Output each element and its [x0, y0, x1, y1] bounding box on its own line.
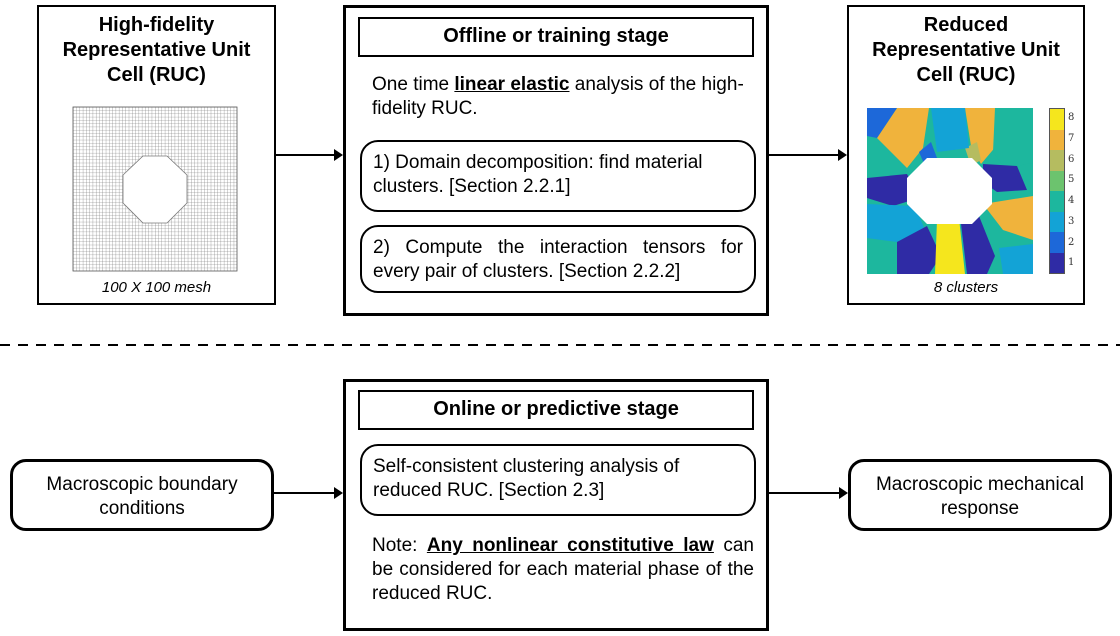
cluster-map-image [867, 108, 1033, 274]
colorbar-tick: 6 [1068, 153, 1075, 165]
step-interaction-tensors-box: 2) Compute the interaction tensors for e… [360, 225, 756, 293]
colorbar-band-3 [1050, 211, 1064, 232]
analysis-text: Self-consistent clustering analysis of r… [373, 456, 680, 501]
colorbar-band-2 [1050, 232, 1064, 253]
colorbar-tick: 4 [1068, 195, 1075, 206]
arrow-input-to-online [274, 487, 343, 499]
offline-intro-text: One time linear elastic analysis of the … [372, 73, 752, 121]
linear-elastic-emphasis: linear elastic [454, 74, 570, 95]
nonlinear-law-emphasis: Any nonlinear constitutive law [426, 535, 714, 556]
self-consistent-analysis-box: Self-consistent clustering analysis of r… [360, 444, 756, 516]
high-fidelity-ruc-box: High-fidelity Representative Unit Cell (… [37, 5, 276, 305]
intro-post: analysis of the high-fidelity RUC. [372, 74, 744, 119]
colorbar-band-5 [1050, 170, 1064, 191]
clusters-caption: 8 clusters [933, 279, 999, 296]
step-domain-decomposition-box: 1) Domain decomposition: find material c… [360, 140, 756, 212]
mesh-caption: 100 X 100 mesh [101, 279, 212, 296]
colorbar-tick: 3 [1068, 215, 1075, 227]
colorbar-ticks: 8 7 6 5 4 3 2 1 [1068, 108, 1082, 274]
arrow-hf-to-offline [276, 149, 343, 161]
colorbar-band-4 [1050, 191, 1064, 212]
step1-text: 1) Domain decomposition: find material c… [373, 152, 703, 197]
macro-input-text: Macroscopic boundary conditions [46, 474, 238, 519]
step2-text: 2) Compute the interaction tensors for e… [373, 237, 743, 282]
colorbar-band-8 [1050, 109, 1064, 130]
colorbar-tick: 5 [1068, 174, 1075, 186]
arrow-offline-to-reduced [769, 149, 847, 161]
macro-boundary-conditions-box: Macroscopic boundary conditions [10, 459, 274, 531]
colorbar-tick: 7 [1068, 132, 1075, 144]
note-pre: Note: [372, 535, 427, 556]
colorbar-band-1 [1050, 252, 1064, 273]
online-stage-header: Online or predictive stage [358, 390, 754, 430]
cluster-colorbar [1049, 108, 1065, 274]
macro-output-text: Macroscopic mechanical response [875, 474, 1085, 519]
offline-stage-header: Offline or training stage [358, 17, 754, 57]
colorbar-tick: 8 [1068, 112, 1075, 123]
high-fidelity-ruc-title: High-fidelity Representative Unit Cell (… [62, 14, 251, 86]
fine-mesh-image [72, 106, 238, 272]
macro-mechanical-response-box: Macroscopic mechanical response [848, 459, 1112, 531]
intro-pre: One time [372, 74, 455, 95]
colorbar-tick: 1 [1068, 257, 1075, 269]
colorbar-band-7 [1050, 129, 1064, 150]
online-note-text: Note: Any nonlinear constitutive law can… [372, 534, 754, 606]
arrow-online-to-output [769, 487, 848, 499]
note-post: can be considered for each material phas… [372, 535, 754, 604]
stage-separator [0, 344, 1120, 346]
reduced-ruc-title: Reduced Representative Unit Cell (RUC) [872, 14, 1060, 86]
colorbar-band-6 [1050, 150, 1064, 171]
colorbar-tick: 2 [1068, 236, 1075, 248]
